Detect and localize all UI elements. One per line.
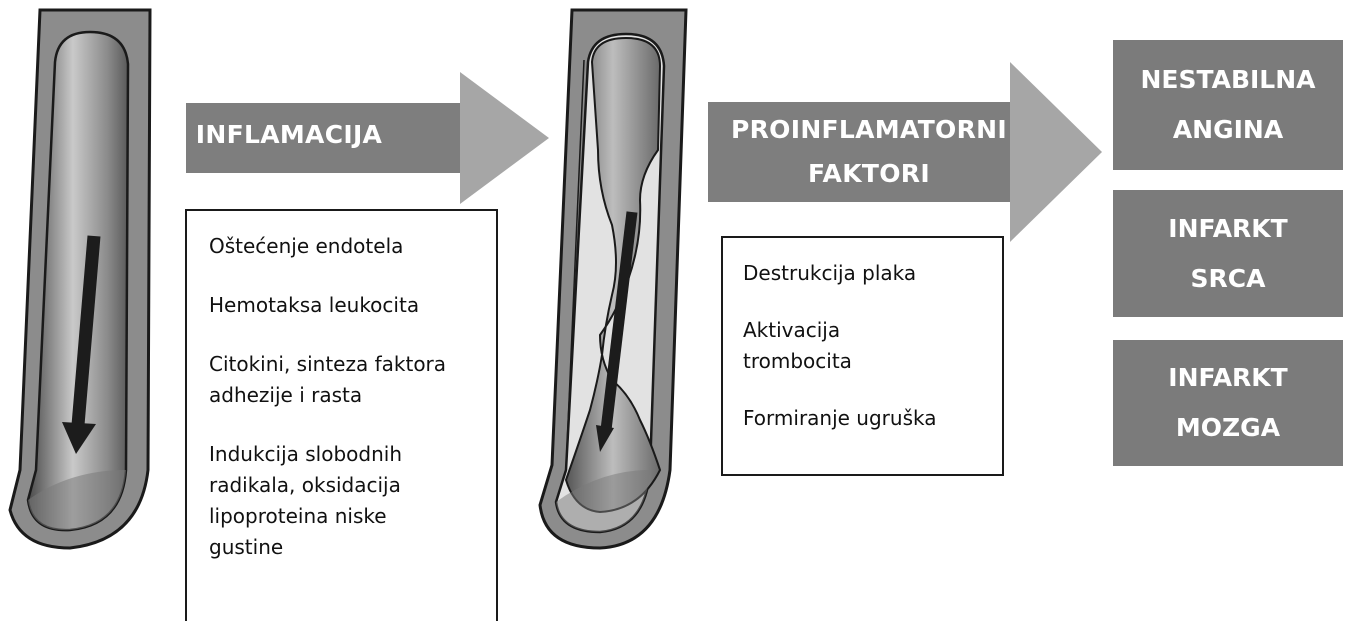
outcome-line: NESTABILNA	[1113, 55, 1343, 105]
detail-item: Citokini, sinteza faktora	[209, 349, 496, 380]
inflammation-label: INFLAMACIJA	[186, 113, 392, 157]
outcome-line: SRCA	[1113, 254, 1343, 304]
inflammation-details-box: Oštećenje endotela Hemotaksa leukocita C…	[185, 209, 498, 621]
outcome-line: MOZGA	[1113, 403, 1343, 453]
proinflammatory-label-line-1: PROINFLAMATORNI	[708, 108, 1030, 152]
outcome-line: INFARKT	[1113, 353, 1343, 403]
detail-item: Destrukcija plaka	[743, 258, 1002, 289]
outcome-line: ANGINA	[1113, 105, 1343, 155]
detail-item: trombocita	[743, 346, 1002, 377]
detail-item: Aktivacija	[743, 315, 1002, 346]
factors-details-box: Destrukcija plaka Aktivacija trombocita …	[721, 236, 1004, 476]
detail-item: Formiranje ugruška	[743, 403, 1002, 434]
detail-item: lipoproteina niske	[209, 501, 496, 532]
outcome-line: INFARKT	[1113, 204, 1343, 254]
outcome-heart-infarction: INFARKT SRCA	[1113, 190, 1343, 317]
healthy-artery-illustration	[10, 10, 150, 548]
proinflammatory-label-line-2: FAKTORI	[708, 152, 1030, 196]
outcome-brain-infarction: INFARKT MOZGA	[1113, 340, 1343, 466]
detail-item: Oštećenje endotela	[209, 231, 496, 262]
detail-item: radikala, oksidacija	[209, 470, 496, 501]
detail-item: gustine	[209, 532, 496, 563]
outcome-unstable-angina: NESTABILNA ANGINA	[1113, 40, 1343, 170]
proinflammatory-factors-label: PROINFLAMATORNI FAKTORI	[708, 108, 1030, 196]
inflammation-label-line: INFLAMACIJA	[186, 113, 392, 157]
detail-item: Indukcija slobodnih	[209, 439, 496, 470]
narrowed-artery-illustration	[540, 10, 686, 548]
detail-item: adhezije i rasta	[209, 380, 496, 411]
detail-item: Hemotaksa leukocita	[209, 290, 496, 321]
